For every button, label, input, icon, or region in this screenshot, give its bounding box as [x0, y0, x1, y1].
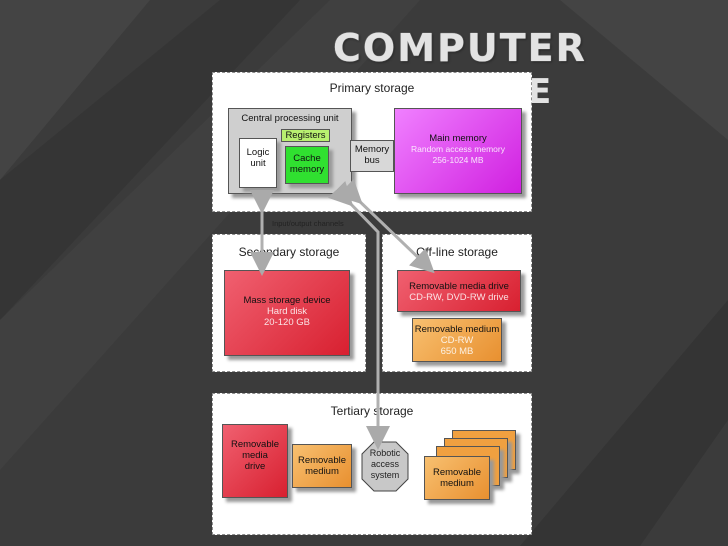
main-memory-box: Main memory Random access memory 256-102…: [394, 108, 522, 194]
cpu-label: Central processing unit: [241, 113, 339, 124]
tertiary-drive-label: drive: [244, 461, 266, 472]
robotic-access-text: access: [370, 459, 399, 469]
registers-label: Registers: [285, 130, 326, 141]
offline-medium-box: Removable medium CD-RW 650 MB: [412, 318, 502, 362]
io-channels-label: Input/output channels: [272, 219, 344, 228]
cache-memory-label: memory: [289, 164, 325, 175]
medium-stack-label: Removable: [432, 467, 482, 478]
main-memory-label: Main memory: [429, 133, 487, 144]
tertiary-drive-label: media: [242, 450, 268, 461]
logic-unit-label: Logic: [246, 147, 270, 158]
tertiary-medium-label: Removable: [297, 455, 347, 466]
mass-storage-box: Mass storage device Hard disk 20-120 GB: [224, 270, 350, 356]
tertiary-drive-box: Removable media drive: [222, 424, 288, 498]
slide-title: COMPUTER: [333, 26, 587, 70]
offline-drive-sub: CD-RW, DVD-RW drive: [409, 292, 509, 303]
robotic-access-system: [361, 441, 409, 492]
logic-unit-label: unit: [250, 158, 266, 169]
tertiary-drive-label: Removable: [230, 439, 280, 450]
offline-storage-label: Off-line storage: [416, 245, 498, 259]
secondary-storage-label: Secondary storage: [238, 245, 340, 259]
logic-unit-box: Logic unit: [239, 138, 277, 188]
mass-storage-sub: Hard disk: [266, 306, 308, 317]
main-memory-sub: 256-1024 MB: [432, 155, 484, 165]
tertiary-medium-box: Removable medium: [292, 444, 352, 488]
registers-box: Registers: [281, 129, 330, 142]
robotic-access-text: Robotic: [369, 448, 401, 458]
memory-bus-box: Memory bus: [350, 140, 394, 172]
offline-medium-sub: CD-RW: [440, 335, 474, 346]
robotic-access-label: Robotic access system: [360, 448, 410, 481]
slide-title-continuation: E: [528, 72, 552, 112]
offline-medium-label: Removable medium: [414, 324, 500, 335]
tertiary-storage-label: Tertiary storage: [330, 404, 414, 418]
memory-bus-label: Memory: [354, 144, 390, 155]
main-memory-sub: Random access memory: [410, 144, 505, 154]
medium-stack-front: Removable medium: [424, 456, 490, 500]
offline-drive-box: Removable media drive CD-RW, DVD-RW driv…: [397, 270, 521, 312]
memory-bus-label: bus: [364, 155, 380, 166]
cache-memory-box: Cache memory: [285, 146, 329, 184]
cache-memory-label: Cache: [293, 153, 321, 164]
medium-stack-label: medium: [440, 478, 474, 489]
robotic-access-text: system: [370, 470, 400, 480]
primary-storage-label: Primary storage: [329, 81, 415, 95]
mass-storage-label: Mass storage device: [243, 295, 331, 306]
mass-storage-sub: 20-120 GB: [264, 317, 310, 328]
tertiary-medium-label: medium: [305, 466, 339, 477]
offline-drive-label: Removable media drive: [409, 281, 509, 292]
offline-medium-sub: 650 MB: [440, 346, 474, 357]
